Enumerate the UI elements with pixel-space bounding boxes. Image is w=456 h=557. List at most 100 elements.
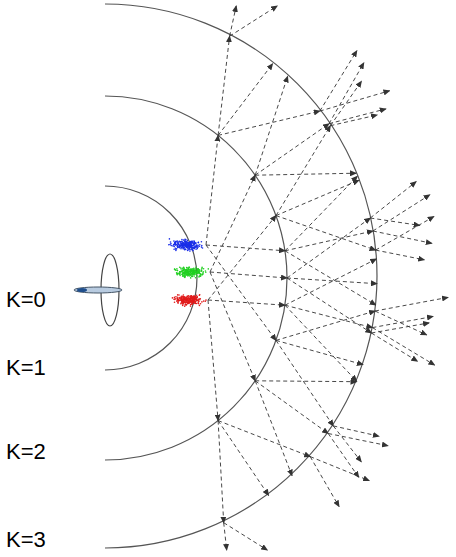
scatter-dot (191, 249, 193, 251)
scatter-dot (193, 247, 195, 249)
scatter-dot (183, 273, 185, 275)
scatter-dot (179, 245, 181, 247)
scatter-ray (210, 272, 287, 278)
scatter-dot (196, 300, 198, 302)
scatter-dot (198, 303, 200, 305)
scatter-dot (189, 298, 191, 300)
scatter-dot (198, 298, 200, 300)
scatter-dot (192, 270, 194, 272)
scatter-dot (179, 241, 181, 243)
scatter-ray (285, 305, 372, 327)
scatter-dot (192, 272, 194, 274)
scatter-dot (182, 301, 184, 303)
order-label: K=0 (4, 288, 48, 312)
scatter-dot (195, 270, 197, 272)
scatter-ray (255, 381, 292, 476)
scatter-dot (200, 274, 202, 276)
scatter-dot (194, 270, 196, 272)
scatter-dot (191, 242, 193, 244)
scatter-dot (177, 302, 179, 304)
scatter-dot (180, 271, 182, 273)
scatter-ray (310, 457, 369, 481)
scatter-dot (190, 242, 192, 244)
scatter-ray (276, 340, 363, 364)
scatter-dot (186, 244, 188, 246)
scatter-dot (193, 298, 195, 300)
scatter-dot (181, 241, 183, 243)
scatter-dot (198, 269, 200, 271)
scatter-dot (174, 299, 176, 301)
scatter-dot (176, 298, 178, 300)
scatter-ray (255, 76, 287, 175)
scatter-dot (196, 297, 198, 299)
scatter-dot (186, 244, 188, 246)
scatter-dot (201, 270, 203, 272)
scatter-dot (188, 273, 190, 275)
scatter-dot (183, 301, 185, 303)
scatter-dot (190, 268, 192, 270)
scatter-dot (188, 245, 190, 247)
scatter-dot (196, 295, 198, 297)
scatter-dot (185, 304, 187, 306)
scatter-dot (182, 247, 184, 249)
scatter-dot (177, 246, 179, 248)
scatter-dot (183, 302, 185, 304)
scatter-dot (182, 241, 184, 243)
scatter-dot (184, 275, 186, 277)
scatter-dot (197, 246, 199, 248)
scatter-dot (193, 240, 195, 242)
scatter-dot (195, 246, 197, 248)
scatter-dot (198, 242, 200, 244)
scatter-dot (192, 269, 194, 271)
scatter-dot (189, 244, 191, 246)
scatter-dot (201, 245, 203, 247)
scatter-dot (182, 305, 184, 307)
scatter-dot (194, 268, 196, 270)
scatter-dot (196, 299, 198, 301)
scatter-dot (169, 238, 171, 240)
scatter-dot (189, 302, 191, 304)
scatter-dot (190, 271, 192, 273)
scatter-dot (188, 300, 190, 302)
scatter-dot (179, 273, 181, 275)
scatter-dot (196, 297, 198, 299)
scatter-dot (193, 295, 195, 297)
scatter-dot (186, 274, 188, 276)
scatter-dot (188, 245, 190, 247)
scatter-dot (180, 297, 182, 299)
scatter-dot (192, 276, 194, 278)
scatter-ray (218, 421, 224, 523)
scatter-dot (191, 245, 193, 247)
scatter-dot (194, 296, 196, 298)
scatter-dot (187, 250, 189, 252)
scatter-dot (188, 274, 190, 276)
scatter-dot (189, 275, 191, 277)
scatter-dot (192, 249, 194, 251)
scatter-dot (208, 268, 210, 270)
scatter-ray (208, 300, 285, 305)
order-arc (105, 96, 287, 460)
scatter-dot (184, 240, 186, 242)
scatter-dot (187, 242, 189, 244)
scatter-dot (193, 297, 195, 299)
scatter-ray (375, 297, 448, 311)
scatter-dot (192, 272, 194, 274)
scatter-ray (375, 311, 427, 335)
scatter-dot (186, 242, 188, 244)
scatter-dot (194, 296, 196, 298)
scatter-dot (187, 246, 189, 248)
scatter-dot (190, 270, 192, 272)
scatter-dot (183, 297, 185, 299)
scatter-dot (192, 269, 194, 271)
scatter-dot (185, 299, 187, 301)
scatter-ray (255, 380, 356, 382)
scatter-dot (193, 247, 195, 249)
scatter-dot (183, 297, 185, 299)
scatter-dot (173, 246, 175, 248)
scatter-dot (186, 246, 188, 248)
scatter-dot (202, 272, 204, 274)
scatter-dot (182, 303, 184, 305)
scatter-dot (193, 248, 195, 250)
scatter-dot (191, 303, 193, 305)
scatter-dot (180, 271, 182, 273)
